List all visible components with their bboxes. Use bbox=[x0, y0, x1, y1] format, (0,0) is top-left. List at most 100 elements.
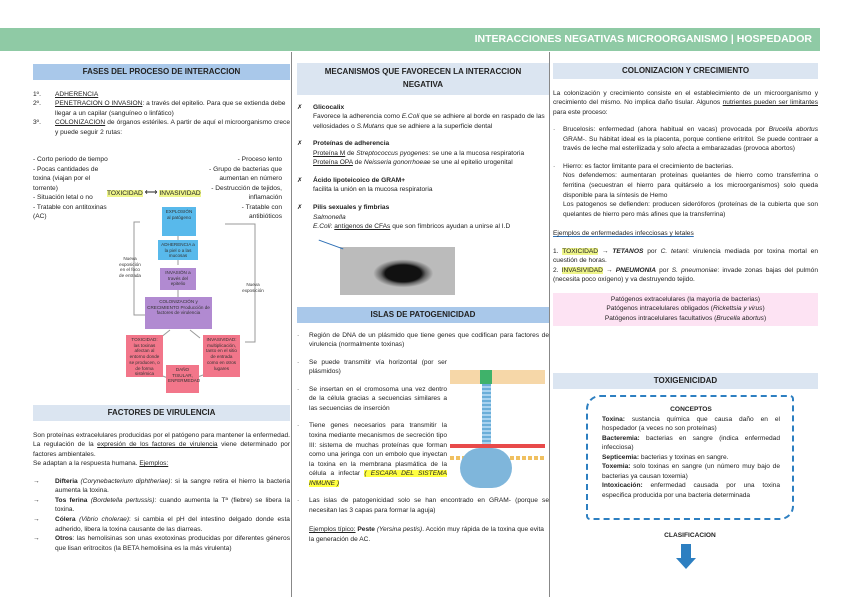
trait: - Pocas cantidades de toxina (viajan por… bbox=[33, 165, 99, 192]
text: enfermedad (ahora habitual en vacas) pro… bbox=[595, 126, 769, 134]
pointer-line bbox=[318, 239, 344, 250]
text: Región de DNA de un plásmido que tiene g… bbox=[309, 331, 549, 349]
text: Peste bbox=[355, 526, 377, 534]
bullet: ·Región de DNA de un plásmido que tiene … bbox=[297, 331, 549, 349]
text: ( bbox=[708, 305, 713, 313]
step-text: : a través del epitelio. Para que se ext… bbox=[55, 100, 286, 117]
text: Difteria bbox=[55, 477, 78, 485]
text: se une a la mucosa respiratoria bbox=[430, 149, 525, 157]
text: bacterias en sangre (indica enfermedad i… bbox=[602, 434, 780, 452]
mecanismo-item: ✗Proteínas de adherencia Proteína M de S… bbox=[297, 139, 549, 168]
text: que se adhiere a la superficie dental bbox=[384, 122, 493, 130]
section-title: FASES DEL PROCESO DE INTERACCION bbox=[33, 64, 290, 80]
step-term: PENETRACION O INVASION bbox=[55, 100, 143, 108]
clasificacion-label: CLASIFICACION bbox=[664, 532, 716, 539]
text: enfermedad causada por una toxina especi… bbox=[602, 482, 780, 499]
toxicidad-traits: - Corto periodo de tiempo - Pocas cantida… bbox=[33, 155, 111, 222]
bullet: ·Se puede transmitir vía horizontal (por… bbox=[297, 358, 447, 376]
conceptos-title: CONCEPTOS bbox=[670, 406, 712, 413]
text: C. tetani bbox=[660, 247, 688, 255]
text: Pilis sexuales y fimbrias bbox=[313, 203, 390, 211]
text: solo toxinas en sangre (un número muy ba… bbox=[602, 463, 780, 480]
diagram-dano: DAÑO TISULAR, ENFERMEDAD bbox=[166, 365, 200, 393]
concept: Septicemia: bacterias y toxinas en sangr… bbox=[602, 453, 780, 463]
arrow-icon: → bbox=[33, 535, 40, 543]
text: : si cambia el pH del intestino delgado … bbox=[55, 515, 290, 533]
text: ) bbox=[763, 314, 767, 322]
text: de bbox=[352, 159, 364, 167]
example-1: 1. TOXICIDAD → TETANOS por C. tetani: vi… bbox=[553, 247, 818, 266]
step-num: 2º. bbox=[33, 100, 41, 108]
text: Tiene genes necesarios para transmitir l… bbox=[309, 422, 447, 478]
text: Las islas de patogenicidad solo se han e… bbox=[309, 497, 549, 514]
text: de bbox=[345, 149, 357, 157]
document-title-bar: INTERACCIONES NEGATIVAS MICROORGANISMO |… bbox=[0, 28, 820, 51]
step-text: de órganos estériles. A partir de aquí e… bbox=[55, 119, 290, 136]
trait: - Corto periodo de tiempo bbox=[33, 156, 108, 163]
text: facilita la unión en la mucosa respirato… bbox=[313, 186, 433, 194]
list-item: →Tos ferina (Bordetella pertussis): cuan… bbox=[33, 496, 290, 515]
text: Patógenos intracelulares facultativos bbox=[604, 314, 713, 322]
text: Ácido lipoteicoico de GRAM+ bbox=[313, 176, 406, 184]
text: expresión de los factores de virulencia bbox=[97, 441, 218, 449]
text: (Bordetella pertussis) bbox=[90, 496, 155, 504]
factores-intro-2: Se adaptan a la respuesta humana. Ejempl… bbox=[33, 459, 290, 469]
step: 3º.COLONIZACION de órganos estériles. A … bbox=[33, 118, 290, 137]
column-divider bbox=[549, 52, 550, 597]
bacterial-membrane bbox=[450, 444, 545, 448]
text: que se adhiere al borde en raspado de la… bbox=[313, 113, 545, 130]
examples-title: Ejemplos de enfermedades infecciosas y l… bbox=[553, 230, 694, 238]
diagram-explosion: EXPLOSIÓN al patógeno bbox=[162, 207, 196, 236]
trait: - Grupo de bacterias que aumentan en núm… bbox=[209, 165, 282, 183]
text: Se puede transmitir vía horizontal (por … bbox=[309, 358, 447, 376]
column-divider bbox=[291, 52, 292, 597]
needle-tip bbox=[480, 370, 492, 384]
factores-section: FACTORES DE VIRULENCIA Son proteínas ext… bbox=[33, 405, 290, 553]
text: (Corynebacterium diphtheriae) bbox=[80, 477, 171, 485]
text: Toxemia: bbox=[602, 463, 631, 471]
section-title: TOXIGENICIDAD bbox=[553, 373, 818, 389]
colonizacion-intro: La colonización y crecimiento consiste e… bbox=[553, 89, 818, 118]
section-title: COLONIZACION Y CRECIMIENTO bbox=[553, 63, 818, 79]
text: → bbox=[598, 247, 613, 255]
text: viene determinado por factores ambiental… bbox=[33, 441, 290, 458]
text: es factor limitante para el crecimiento … bbox=[582, 162, 734, 170]
bullet: ·Se insertan en el cromosoma una vez den… bbox=[297, 385, 447, 412]
text: antígenos de CFAs bbox=[334, 223, 391, 231]
bullet: ·Hierro: es factor limitante para el cre… bbox=[553, 162, 818, 218]
text: E.Coli bbox=[401, 113, 420, 121]
text: PNEUMONIA bbox=[615, 266, 657, 274]
needle bbox=[482, 384, 491, 444]
text: Son proteínas extracelulares producidas … bbox=[33, 431, 290, 449]
invasividad-traits: - Proceso lento- Grupo de bacterias que … bbox=[207, 155, 282, 222]
text: : virulencia mediada por toxina mortal e… bbox=[553, 247, 818, 265]
text: Brucella abortus bbox=[716, 314, 764, 322]
text: Se adaptan a la respuesta humana. bbox=[33, 460, 140, 468]
section-title: MECANISMOS QUE FAVORECEN LA INTERACCION … bbox=[297, 63, 549, 95]
text: se une al epitelio urogenital bbox=[430, 159, 513, 167]
double-arrow-icon: ⟷ bbox=[144, 187, 158, 197]
islas-section: ISLAS DE PATOGENICIDAD ·Región de DNA de… bbox=[297, 307, 549, 544]
text: . Acción muy rápida de la toxina que evi… bbox=[309, 526, 544, 543]
text: Proteínas de adherencia bbox=[313, 140, 390, 148]
text: : invade zonas bajas del pulmón (necesit… bbox=[553, 266, 818, 284]
arrow-icon: → bbox=[33, 515, 40, 523]
diagram-nueva-exposicion-2: Nueva exposición bbox=[242, 282, 264, 293]
concept: Intoxicación: enfermedad causada por una… bbox=[602, 481, 780, 500]
diagram-arrows bbox=[133, 221, 256, 379]
arrow-icon: → bbox=[33, 477, 40, 485]
step: 1º.ADHERENCIA bbox=[33, 90, 290, 100]
step-term: ADHERENCIA bbox=[55, 90, 99, 98]
text: GRAM-. Su hábitat ideal es la placenta, … bbox=[563, 135, 818, 153]
text: Neisseria gonorrhoeae bbox=[363, 159, 431, 167]
list-item: →Cólera (Vibrio cholerae): si cambia el … bbox=[33, 515, 290, 534]
conceptos-box: CONCEPTOS Toxina: sustancia química que … bbox=[586, 395, 794, 520]
text: Se insertan en el cromosoma una vez dent… bbox=[309, 385, 447, 412]
concept: Bacteremia: bacterias en sangre (indica … bbox=[602, 434, 780, 453]
text: Los patogenos se defienden: producen sid… bbox=[563, 201, 818, 218]
text: INVASIVIDAD bbox=[561, 266, 603, 274]
arrow-icon: → bbox=[33, 496, 40, 504]
text: Patógenos intracelulares obligados bbox=[606, 305, 709, 313]
text: Proteína OPA bbox=[313, 159, 353, 167]
text: Cólera bbox=[55, 515, 76, 523]
